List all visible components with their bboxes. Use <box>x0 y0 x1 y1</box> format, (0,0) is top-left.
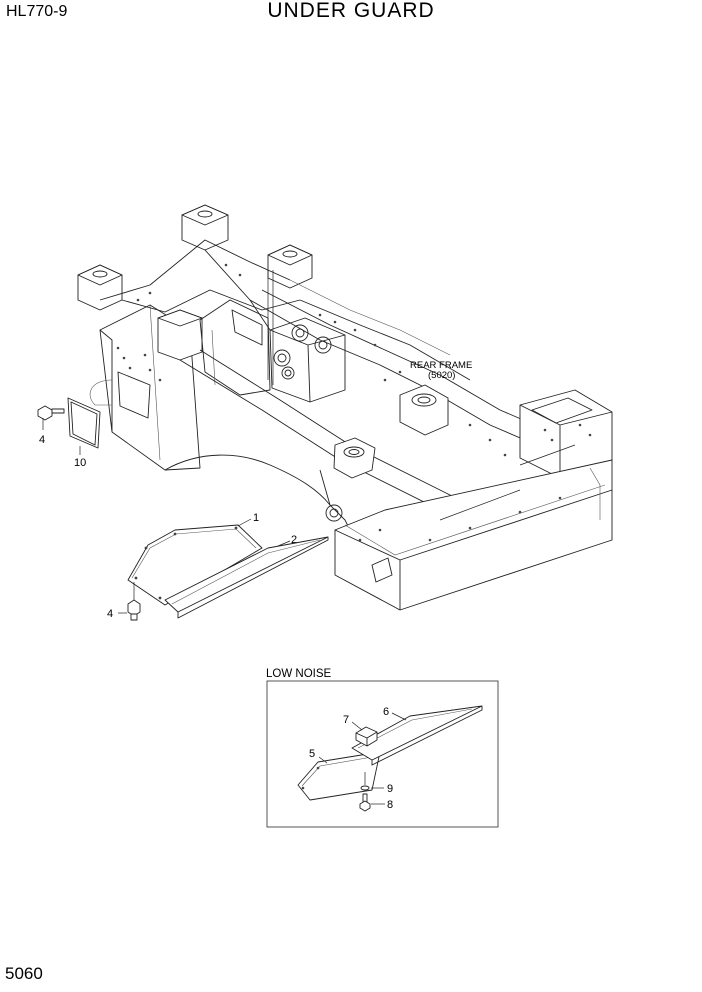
callout-5: 5 <box>309 748 315 760</box>
under-guard-plate-1 <box>127 524 263 606</box>
low-noise-label: LOW NOISE <box>266 668 332 680</box>
rear-frame-label: REAR FRAME <box>410 360 472 371</box>
bolt-4-bottom <box>127 599 141 621</box>
under-guard-assembly: 1 2 4 <box>107 512 329 621</box>
low-noise-plate-5 <box>297 751 381 801</box>
block-7 <box>355 726 378 747</box>
callout-2: 2 <box>291 534 297 546</box>
page-title: UNDER GUARD <box>267 0 435 22</box>
callout-7: 7 <box>343 714 349 726</box>
low-noise-inset: LOW NOISE 7 6 5 9 8 <box>266 668 499 828</box>
bolt-4-top <box>37 405 65 430</box>
page-number: 5060 <box>5 964 43 983</box>
callout-4-bottom: 4 <box>107 608 113 620</box>
model-number: HL770-9 <box>6 3 68 20</box>
callout-6: 6 <box>383 706 389 718</box>
callout-1: 1 <box>253 512 259 524</box>
bolt-8 <box>359 793 371 812</box>
rear-frame-drawing: REAR FRAME (5020) <box>77 204 613 611</box>
callout-4-top: 4 <box>39 434 45 446</box>
low-noise-frame <box>266 680 499 828</box>
callout-8: 8 <box>387 799 393 811</box>
rear-frame-part-number: (5020) <box>428 370 455 381</box>
callout-9: 9 <box>387 783 393 795</box>
callout-10: 10 <box>74 457 86 469</box>
side-cover-assembly: 4 10 <box>37 397 101 469</box>
frame-bolt-holes <box>116 263 592 542</box>
washer-9 <box>360 785 370 791</box>
